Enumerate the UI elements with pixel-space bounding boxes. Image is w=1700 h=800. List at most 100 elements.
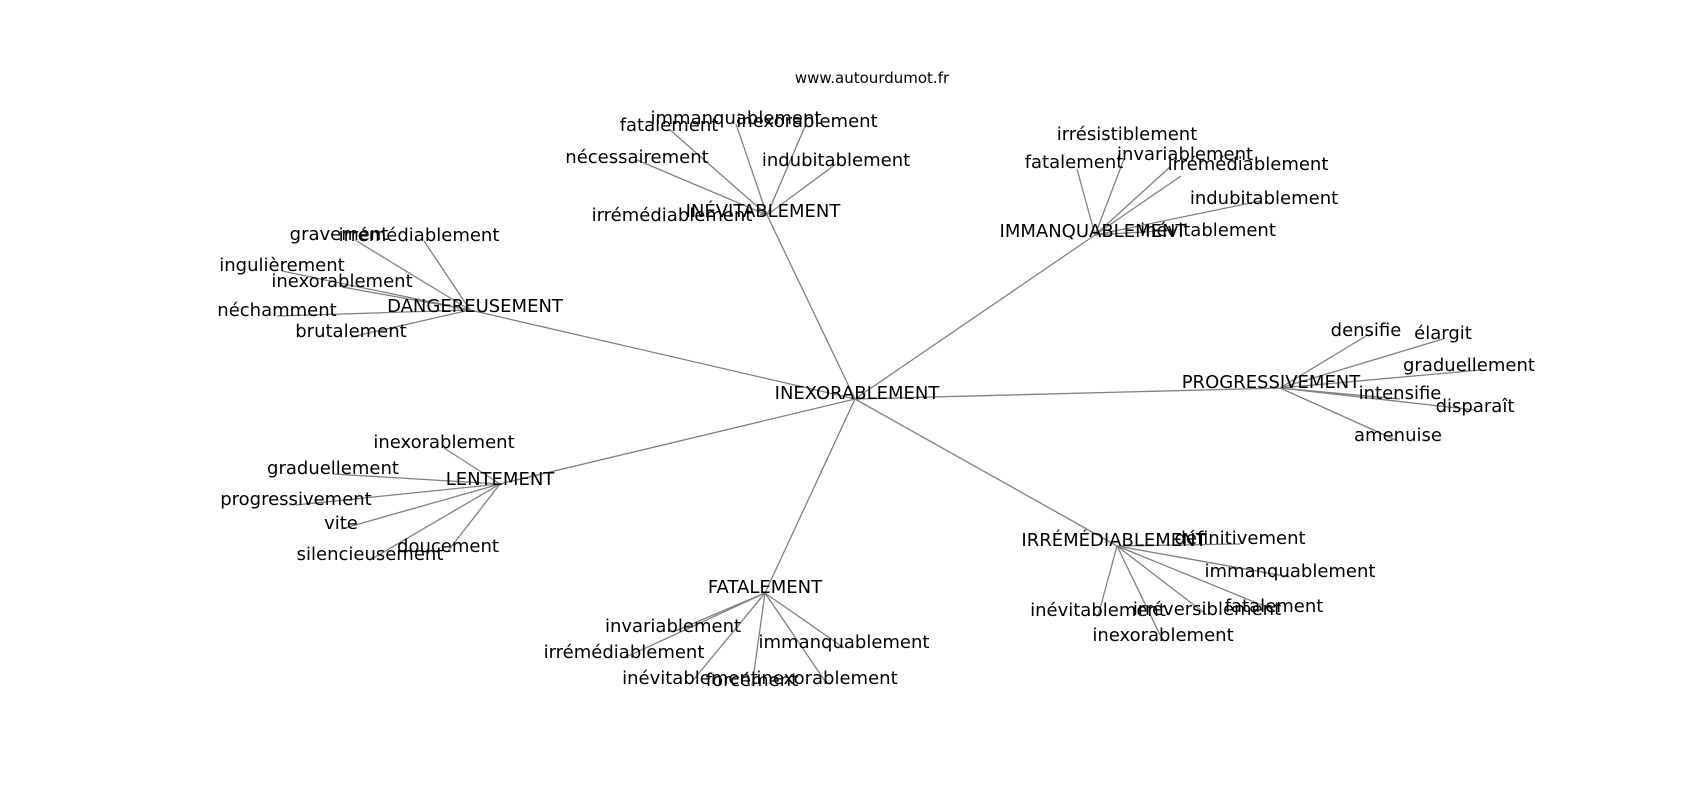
leaf-label: inévitablement [622,668,758,689]
hub-leaf-edge [751,592,766,687]
leaf-label: irréversiblement [1133,599,1281,620]
hub-leaf-edge [1116,545,1291,578]
center-hub-edge [766,214,856,400]
hub-leaf-edge [1094,200,1261,236]
leaf-label: inexorablement [756,668,897,689]
hub-leaf-edge [281,270,471,311]
leaf-label: élargit [1414,323,1472,344]
hub-label: INÉVITABLEMENT [686,200,842,222]
leaf-label: inévitablement [1140,220,1276,241]
hub-leaf-edge [1094,158,1125,236]
hub-leaf-edge [1094,175,1182,236]
leaf-label: inexorablement [271,271,412,292]
hub-leaf-edge [764,592,845,649]
hub-leaf-edge [1076,168,1096,236]
leaf-label: inexorablement [373,432,514,453]
leaf-label: invariablement [1117,144,1253,165]
leaf-label: fatalement [1025,152,1124,173]
leaf-label: immanquablement [1205,561,1376,582]
hub-leaf-edge [350,309,471,338]
hub-leaf-edge [341,286,471,311]
hub-leaf-edge [1116,543,1241,547]
leaf-label: ingulièrement [219,255,344,276]
watermark-text: www.autourdumot.fr [795,69,950,87]
hub-label: PROGRESSIVEMENT [1182,372,1362,393]
leaf-label: irrémédiablement [544,642,705,663]
leaf-label: gravement [290,224,389,245]
leaf-label: graduellement [267,458,399,479]
hub-leaf-edge [1279,369,1482,389]
leaf-label: irrémédiablement [592,205,753,226]
graph-labels: www.autourdumot.fr INEXORABLEMENT INÉVIT… [217,69,1535,691]
center-hub-edge [854,387,1281,400]
leaf-label: silencieusement [297,544,444,565]
leaf-label: inexorablement [1092,625,1233,646]
hub-leaf-edge [1094,229,1176,236]
hub-leaf-edge [689,592,766,685]
leaf-label: irrésistiblement [1057,124,1198,145]
leaf-label: nécessairement [565,147,708,168]
hub-leaf-edge [295,483,501,506]
leaf-label: forcément [706,670,798,691]
leaf-label: intensifie [1359,383,1442,404]
leaf-label: amenuise [1354,425,1442,446]
hub-leaf-edge [735,123,768,216]
hub-leaf-edge [623,592,766,659]
hub-leaf-edge [1116,545,1164,642]
hub-leaf-edge [759,213,768,216]
hub-leaf-edge [332,473,501,485]
hub-label: DANGEREUSEMENT [387,296,564,317]
leaf-label: irrémédiablement [339,225,500,246]
leaf-label: irrémédiablement [1168,154,1329,175]
leaf-label: invariablement [605,616,741,637]
leaf-label: indubitablement [762,150,910,171]
center-node-label: INEXORABLEMENT [775,383,941,404]
hub-leaf-edge [443,447,501,485]
hub-label: IRRÉMÉDIABLEMENT [1021,529,1207,551]
hub-leaf-edge [354,239,471,311]
leaf-label: fatalement [1225,596,1324,617]
hub-leaf-edge [1116,545,1208,616]
hub-label: IMMANQUABLEMENT [1000,221,1188,242]
leaf-label: inévitablement [1030,600,1166,621]
center-hub-edge [469,309,856,400]
leaf-label: densifie [1331,320,1402,341]
hub-leaf-edge [1279,338,1444,389]
hub-leaf-edge [1279,387,1399,442]
leaf-label: néchamment [217,300,336,321]
hub-leaf-edge [1279,335,1367,389]
hub-leaf-edge [423,240,471,311]
hub-leaf-edge [1094,166,1171,236]
hub-leaf-edge [766,163,837,216]
hub-leaf-edge [1097,545,1118,617]
leaf-label: fatalement [620,115,719,136]
center-hub-edge [854,234,1096,400]
hub-leaf-edge [764,592,828,685]
leaf-label: disparaît [1436,396,1515,417]
center-hub-edge [854,398,1118,547]
leaf-label: immanquablement [759,632,930,653]
graph-edges [276,123,1482,687]
hub-leaf-edge [369,483,501,561]
leaf-label: brutalement [295,321,406,342]
hub-leaf-edge [636,159,768,216]
leaf-label: inexorablement [736,111,877,132]
leaf-label: indubitablement [1190,188,1338,209]
hub-leaf-edge [340,483,501,530]
hub-leaf-edge [447,483,501,552]
hub-leaf-edge [668,128,768,216]
hub-label: FATALEMENT [708,577,823,598]
hub-leaf-edge [276,309,471,317]
leaf-label: définitivement [1174,528,1305,549]
center-hub-edge [764,398,856,594]
hub-leaf-edge [766,123,807,216]
center-hub-edge [499,398,856,485]
leaf-label: vite [324,513,358,534]
leaf-label: immanquablement [651,108,822,129]
hub-label: LENTEMENT [446,469,556,490]
leaf-label: graduellement [1403,355,1535,376]
hub-leaf-edge [1279,387,1476,411]
leaf-label: progressivement [220,489,372,510]
leaf-label: doucement [397,536,499,557]
